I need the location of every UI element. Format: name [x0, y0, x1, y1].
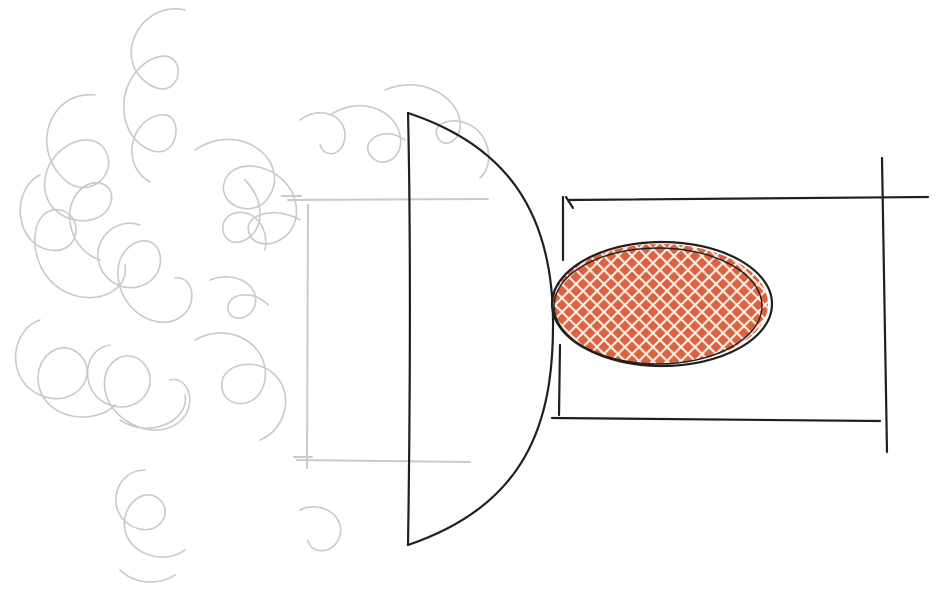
faint-loop-scribbles — [16, 9, 489, 582]
hatch-line — [872, 230, 936, 380]
hatch-line — [788, 230, 936, 380]
hatch-line — [396, 230, 546, 380]
hatch-line — [774, 230, 924, 380]
hatch-line — [816, 230, 936, 380]
hatch-line — [858, 230, 936, 380]
hatch-line — [368, 230, 518, 380]
hatch-line — [900, 230, 936, 380]
hatch-line — [788, 230, 936, 380]
hatch-line — [354, 230, 504, 380]
filled-ellipse — [340, 230, 936, 380]
hatch-line — [774, 230, 924, 380]
hatch-line — [760, 230, 910, 380]
hatch-line — [410, 230, 560, 380]
hatch-line — [816, 230, 936, 380]
hatch-line — [914, 230, 936, 380]
hatch-line — [340, 230, 490, 380]
hatch-line — [872, 230, 936, 380]
hatch-line — [382, 230, 532, 380]
hatch-line — [844, 230, 936, 380]
hatch-line — [928, 230, 936, 380]
hatch-line — [368, 230, 518, 380]
hatch-line — [802, 230, 936, 380]
hatch-line — [900, 230, 936, 380]
hatch-line — [858, 230, 936, 380]
hatch-line — [746, 230, 896, 380]
hatch-line — [886, 230, 936, 380]
hatch-line — [396, 230, 546, 380]
hatch-line — [410, 230, 560, 380]
hatch-line — [886, 230, 936, 380]
hatch-line — [914, 230, 936, 380]
hatch-line — [382, 230, 532, 380]
faint-background-rectangle — [282, 196, 488, 468]
hatch-line — [760, 230, 910, 380]
hatch-line — [746, 230, 896, 380]
hatch-line — [802, 230, 936, 380]
hatch-line — [354, 230, 504, 380]
hatch-line — [928, 230, 936, 380]
hatch-line — [340, 230, 490, 380]
hatch-line — [844, 230, 936, 380]
